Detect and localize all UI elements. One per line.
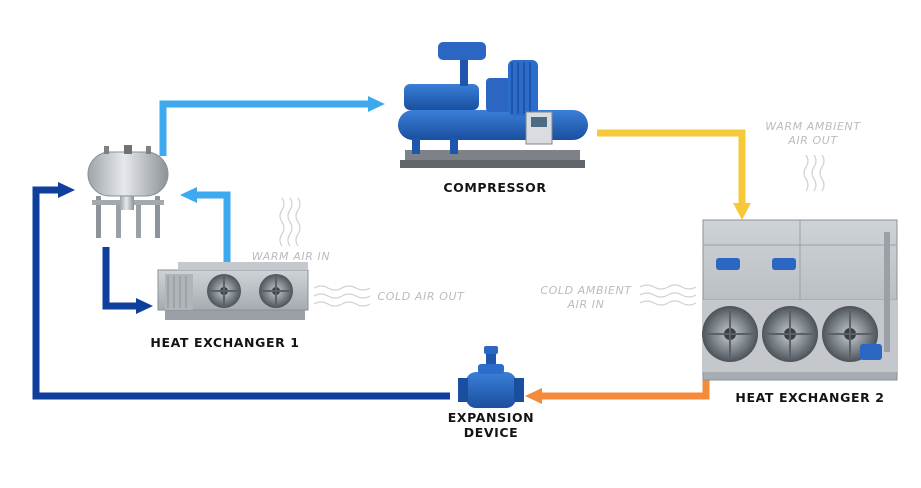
warm-ambient-air-out-label: WARM AMBIENT AIR OUT <box>753 120 873 148</box>
heat-exchanger-2-image <box>702 219 898 381</box>
separator-vessel-image <box>87 145 169 238</box>
cold-ambient-air-in-waves <box>639 284 697 306</box>
warm-ambient-line2: AIR OUT <box>788 134 838 147</box>
expansion-device-label-line1: EXPANSION <box>447 410 535 425</box>
flow-arrow-hx2-to-expansion <box>525 380 710 404</box>
cold-air-out-waves <box>313 285 371 307</box>
expansion-device-label: EXPANSION DEVICE <box>441 410 541 440</box>
cold-ambient-air-in-label: COLD AMBIENT AIR IN <box>526 284 646 312</box>
heat-exchanger-1-image <box>157 262 309 320</box>
compressor-image <box>398 42 588 168</box>
expansion-device-label-line2: DEVICE <box>463 425 519 440</box>
flow-arrow-compressor-to-hx2 <box>597 129 751 220</box>
warm-air-in-waves <box>279 197 301 247</box>
cold-ambient-line2: AIR IN <box>567 298 605 311</box>
flow-arrow-separator-to-hx1 <box>102 247 153 314</box>
flow-arrow-separator-to-compressor <box>159 96 385 156</box>
expansion-device-image <box>458 346 524 408</box>
cold-ambient-line1: COLD AMBIENT <box>540 284 632 297</box>
cold-air-out-label: COLD AIR OUT <box>377 290 465 303</box>
warm-air-in-label: WARM AIR IN <box>251 250 331 263</box>
warm-ambient-line1: WARM AMBIENT <box>765 120 861 133</box>
warm-ambient-air-out-waves <box>803 154 825 192</box>
heat-exchanger-2-label: HEAT EXCHANGER 2 <box>735 390 885 405</box>
heat-exchanger-1-label: HEAT EXCHANGER 1 <box>150 335 300 350</box>
flow-arrow-expansion-to-separator <box>32 182 450 400</box>
flow-arrow-hx1-to-separator <box>180 187 231 262</box>
compressor-label: COMPRESSOR <box>443 180 547 195</box>
